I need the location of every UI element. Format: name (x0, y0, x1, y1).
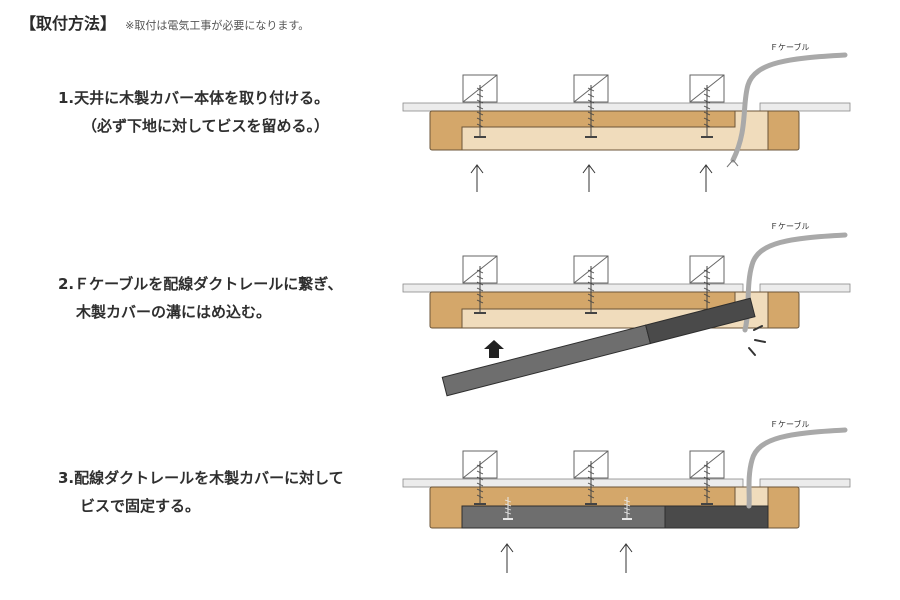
screws-1 (474, 85, 713, 138)
click-marks (748, 325, 766, 356)
up-arrows-3 (500, 543, 633, 573)
joists-1 (462, 74, 725, 103)
ceiling-board-1 (402, 102, 851, 112)
duct-rail-installed (461, 505, 769, 529)
screws-3 (474, 461, 713, 505)
panel-2: Ｆケーブル (402, 221, 851, 397)
step-3-line-2: ビスで固定する。 (80, 497, 201, 515)
step-1-text: 1.天井に木製カバー本体を取り付ける。 （必ず下地に対してビスを留める。） (58, 84, 329, 140)
up-arrows-1 (470, 164, 713, 192)
step-1-line-1: 1.天井に木製カバー本体を取り付ける。 (58, 89, 330, 107)
section-title: 【取付方法】 (20, 14, 117, 33)
header: 【取付方法】 ※取付は電気工事が必要になります。 (20, 10, 309, 34)
step-3-text: 3.配線ダクトレールを木製カバーに対して ビスで固定する。 (58, 464, 344, 520)
cable-label-3: Ｆケーブル (770, 419, 810, 429)
push-up-arrow (484, 340, 504, 358)
step-2-line-1: 2.Ｆケーブルを配線ダクトレールに繋ぎ、 (58, 275, 343, 293)
step-2-text: 2.Ｆケーブルを配線ダクトレールに繋ぎ、 木製カバーの溝にはめ込む。 (58, 270, 343, 326)
f-cable-3 (746, 427, 848, 509)
rail-fixing-screws (503, 497, 632, 520)
cable-label-2: Ｆケーブル (770, 221, 810, 231)
f-cable-1 (730, 52, 848, 163)
step-3-line-1: 3.配線ダクトレールを木製カバーに対して (58, 469, 344, 487)
ceiling-board-2 (402, 283, 851, 293)
panel-1: Ｆケーブル (402, 42, 851, 192)
duct-rail-tilted (441, 297, 756, 397)
step-2-line-2: 木製カバーの溝にはめ込む。 (76, 303, 272, 321)
ceiling-board-3 (402, 478, 851, 488)
panel-3: Ｆケーブル (402, 419, 851, 573)
electrical-work-note: ※取付は電気工事が必要になります。 (125, 19, 310, 32)
cable-label-1: Ｆケーブル (770, 42, 810, 52)
step-1-line-2: （必ず下地に対してビスを留める。） (82, 117, 330, 135)
